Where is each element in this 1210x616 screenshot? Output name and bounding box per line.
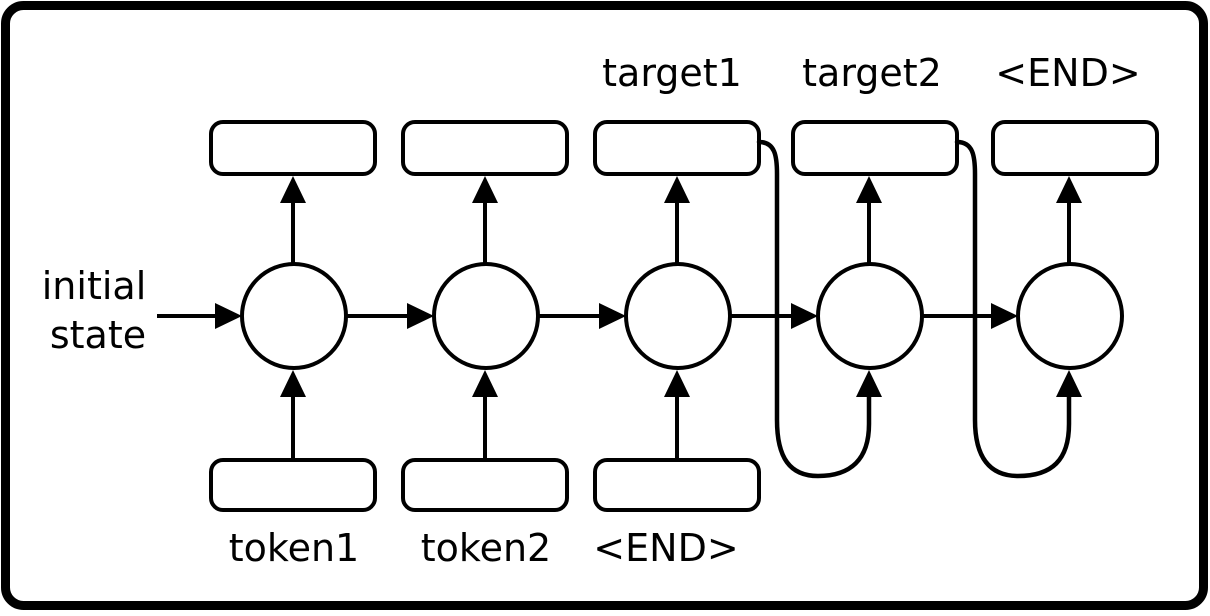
rnn-cell-5 (1016, 262, 1124, 370)
output-label-5: <END> (995, 51, 1140, 95)
rnn-cell-3 (624, 262, 732, 370)
input-arrowhead-2 (472, 370, 498, 397)
state-arrowhead-2-3 (599, 303, 626, 329)
input-label-2: token2 (421, 526, 551, 570)
output-arrowhead-1 (280, 176, 306, 203)
input-box-1 (209, 458, 377, 512)
initial-state-label-line1: initial (42, 264, 147, 308)
output-box-2 (401, 120, 569, 176)
input-box-3 (593, 458, 761, 512)
output-box-1 (209, 120, 377, 176)
output-box-3 (593, 120, 761, 176)
feedback-loop-curve-1 (756, 139, 872, 479)
output-label-3: target1 (602, 51, 742, 95)
output-arrowhead-3 (664, 176, 690, 203)
initial-state-label-line2: state (50, 313, 146, 357)
feedback-loop-curve-2 (954, 139, 1072, 479)
output-box-5 (991, 120, 1159, 176)
input-label-3: <END> (593, 526, 738, 570)
rnn-cell-2 (432, 262, 540, 370)
input-arrowhead-3 (664, 370, 690, 397)
rnn-cell-1 (240, 262, 348, 370)
feedback-arrowhead-1 (856, 370, 882, 397)
output-arrowhead-2 (472, 176, 498, 203)
state-arrowhead-1-2 (407, 303, 434, 329)
input-arrowhead-1 (280, 370, 306, 397)
state-arrowhead-3-4 (791, 303, 818, 329)
feedback-arrowhead-2 (1056, 370, 1082, 397)
output-label-4: target2 (802, 51, 942, 95)
input-label-1: token1 (229, 526, 359, 570)
input-box-2 (401, 458, 569, 512)
output-arrowhead-5 (1056, 176, 1082, 203)
state-arrowhead-4-5 (991, 303, 1018, 329)
initial-state-arrowhead (215, 303, 242, 329)
output-arrowhead-4 (856, 176, 882, 203)
rnn-cell-4 (816, 262, 924, 370)
output-box-4 (791, 120, 959, 176)
